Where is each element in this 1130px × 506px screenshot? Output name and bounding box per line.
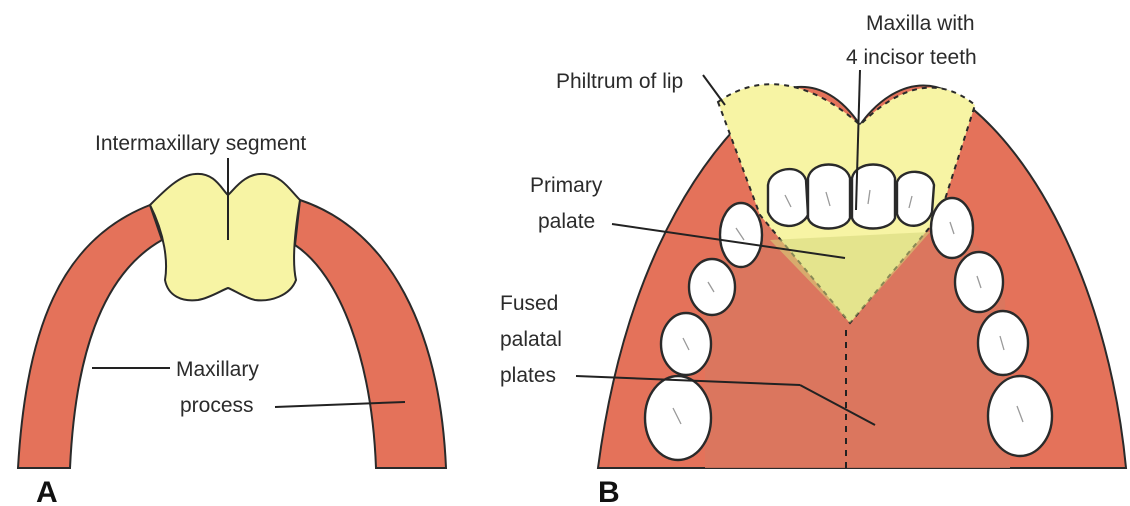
label-fused-line3: plates	[500, 364, 556, 387]
incisor-tooth-3	[852, 165, 895, 229]
label-primary-line2: palate	[538, 210, 595, 233]
incisor-tooth-1	[768, 169, 808, 226]
label-fused-line1: Fused	[500, 292, 558, 315]
label-intermaxillary-segment: Intermaxillary segment	[95, 132, 306, 155]
right-tooth-3	[978, 311, 1028, 375]
intermaxillary-segment	[150, 174, 300, 301]
panel-a: Intermaxillary segment Maxillary process…	[18, 132, 446, 506]
panel-b: Philtrum of lip Maxilla with 4 incisor t…	[500, 12, 1126, 506]
label-maxilla-line1: Maxilla with	[866, 12, 975, 35]
label-fused-line2: palatal	[500, 328, 562, 351]
right-tooth-4	[988, 376, 1052, 456]
incisor-tooth-2	[808, 165, 850, 229]
left-tooth-2	[689, 259, 735, 315]
philtrum-leader	[703, 75, 725, 105]
label-primary-line1: Primary	[530, 174, 603, 197]
label-philtrum: Philtrum of lip	[556, 70, 683, 93]
label-maxilla-line2: 4 incisor teeth	[846, 46, 977, 69]
label-maxillary-line1: Maxillary	[176, 358, 259, 381]
incisor-tooth-4	[897, 172, 934, 226]
panel-letter-b: B	[598, 476, 620, 506]
label-maxillary-line2: process	[180, 394, 254, 417]
panel-letter-a: A	[36, 476, 58, 506]
